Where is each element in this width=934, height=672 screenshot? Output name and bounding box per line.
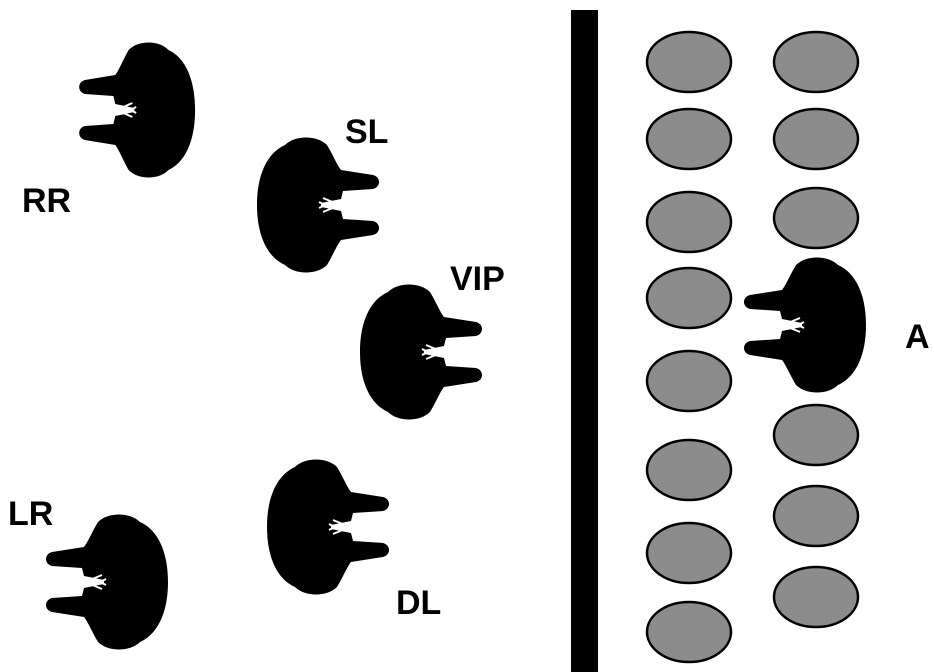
- person-a-icon: [743, 256, 867, 394]
- seat: [772, 565, 860, 629]
- seat: [772, 107, 860, 171]
- seat: [645, 600, 733, 664]
- seat: [645, 266, 733, 330]
- seat: [645, 30, 733, 94]
- seat: [645, 190, 733, 254]
- seat: [645, 349, 733, 413]
- seat: [772, 403, 860, 467]
- person-vip-icon: [359, 283, 483, 421]
- seat: [645, 107, 733, 171]
- seat: [645, 521, 733, 585]
- label-sl: SL: [345, 113, 388, 151]
- seat: [772, 186, 860, 250]
- seat: [645, 438, 733, 502]
- person-dl-icon: [266, 458, 390, 596]
- seat: [772, 30, 860, 94]
- barrier-wall: [571, 10, 598, 672]
- label-lr: LR: [8, 495, 53, 533]
- label-vip: VIP: [450, 260, 505, 298]
- person-rr-icon: [78, 41, 197, 179]
- label-a: A: [905, 318, 930, 356]
- label-dl: DL: [396, 584, 441, 622]
- label-rr: RR: [22, 182, 71, 220]
- person-sl-icon: [256, 136, 380, 274]
- seat: [772, 484, 860, 548]
- person-lr-icon: [45, 513, 169, 651]
